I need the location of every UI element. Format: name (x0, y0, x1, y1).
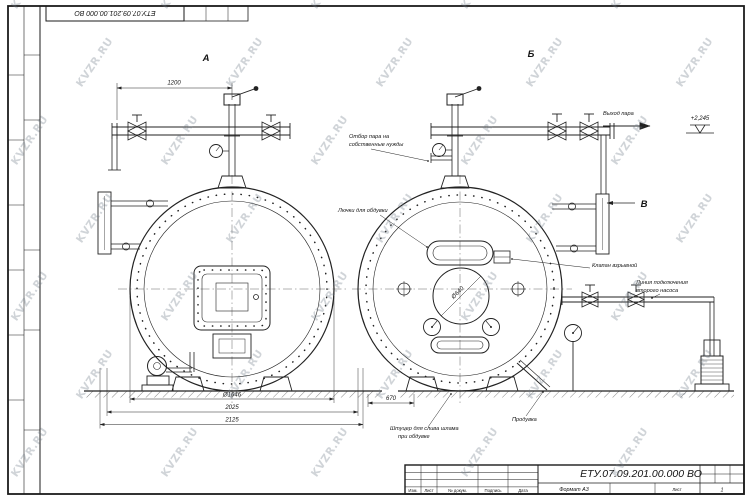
steam-outlet-mark (603, 122, 714, 134)
second-pump-line (561, 284, 715, 356)
titleblock-format: Формат А3 (559, 487, 589, 493)
dim-rear-offset: 670 (386, 396, 397, 402)
front-bolt-circle (136, 193, 328, 385)
center-manhole (432, 267, 490, 325)
second-pump (694, 339, 730, 392)
blowdown-outlet (516, 359, 551, 391)
label-sludge-1: Штуцер для слива шлама (390, 426, 459, 432)
label-blowdown: Продувка (512, 417, 537, 423)
rear-dimensions (367, 394, 415, 407)
drawing-frame (7, 5, 745, 495)
rear-saddle-right (485, 376, 519, 392)
doc-number-inverted: ЕТУ.07.09.201.00.000 ВО (74, 9, 156, 16)
dim-overall-width: 2125 (224, 418, 239, 424)
side-nozzles (396, 281, 526, 297)
boiler-rear-view (357, 86, 734, 398)
titleblock-doc-number: ЕТУ.07.09.201.00.000 ВО (580, 468, 702, 480)
titleblock-sheet-label: Лист (672, 487, 681, 492)
centerlines (118, 175, 572, 404)
label-own-needs-2: собственные нужды (349, 142, 403, 148)
boiler-front-view (84, 86, 382, 398)
front-saddle-left (171, 376, 205, 392)
dim-support-span: 2025 (224, 405, 239, 411)
label-pump-line-2: второго насоса (636, 288, 678, 294)
explosion-valve (493, 250, 511, 264)
front-feed-pump (141, 352, 195, 392)
label-own-needs-1: Отбор пара на (349, 134, 389, 140)
front-steam-pipe (108, 114, 291, 171)
standalone-manometer (564, 324, 582, 391)
rear-steam-pipe (430, 113, 615, 194)
rear-water-column (552, 193, 610, 255)
rear-dome-safety-valve (430, 86, 482, 189)
ash-door (212, 333, 252, 359)
label-blow-hatches: Лючки для обдувки (337, 208, 388, 214)
furnace-door (193, 265, 271, 331)
titleblock-col-doc: № докум. (448, 488, 467, 493)
label-steam-out: Выход пара (603, 111, 634, 117)
view-label-rear: Б (528, 49, 535, 60)
label-pump-line-1: Линия подключения (635, 280, 688, 286)
blow-hatch-top (426, 240, 494, 266)
rear-gauges (423, 318, 500, 336)
titleblock-sheet-value: 1 (721, 488, 724, 494)
sheet-border (7, 5, 745, 495)
front-water-column (97, 191, 168, 255)
front-dome-safety-valve (209, 86, 259, 189)
top-left-docnumber-box (45, 5, 249, 22)
titleblock-col-date: Дата (518, 488, 528, 493)
label-explosion-valve: Клапан взрывной (592, 262, 637, 269)
blow-hatch-bottom (430, 336, 490, 354)
front-saddle-right (259, 376, 293, 392)
label-elevation: +2,245 (691, 116, 710, 122)
dim-shell-diameter: Ø1646 (222, 393, 242, 399)
view-label-side: В (641, 199, 648, 210)
titleblock-col-list: Лист (424, 488, 433, 493)
rear-bolt-circle (365, 194, 555, 384)
dim-pipe-span: 1200 (167, 81, 181, 87)
title-block (404, 464, 745, 495)
view-label-front: А (202, 53, 210, 64)
label-sludge-2: при обдувке (398, 434, 430, 440)
titleblock-col-sign: Подпись (484, 488, 502, 493)
annotation-leaders (370, 148, 661, 428)
front-dimensions (99, 83, 364, 429)
titleblock-col-izm: Изм. (408, 488, 417, 493)
